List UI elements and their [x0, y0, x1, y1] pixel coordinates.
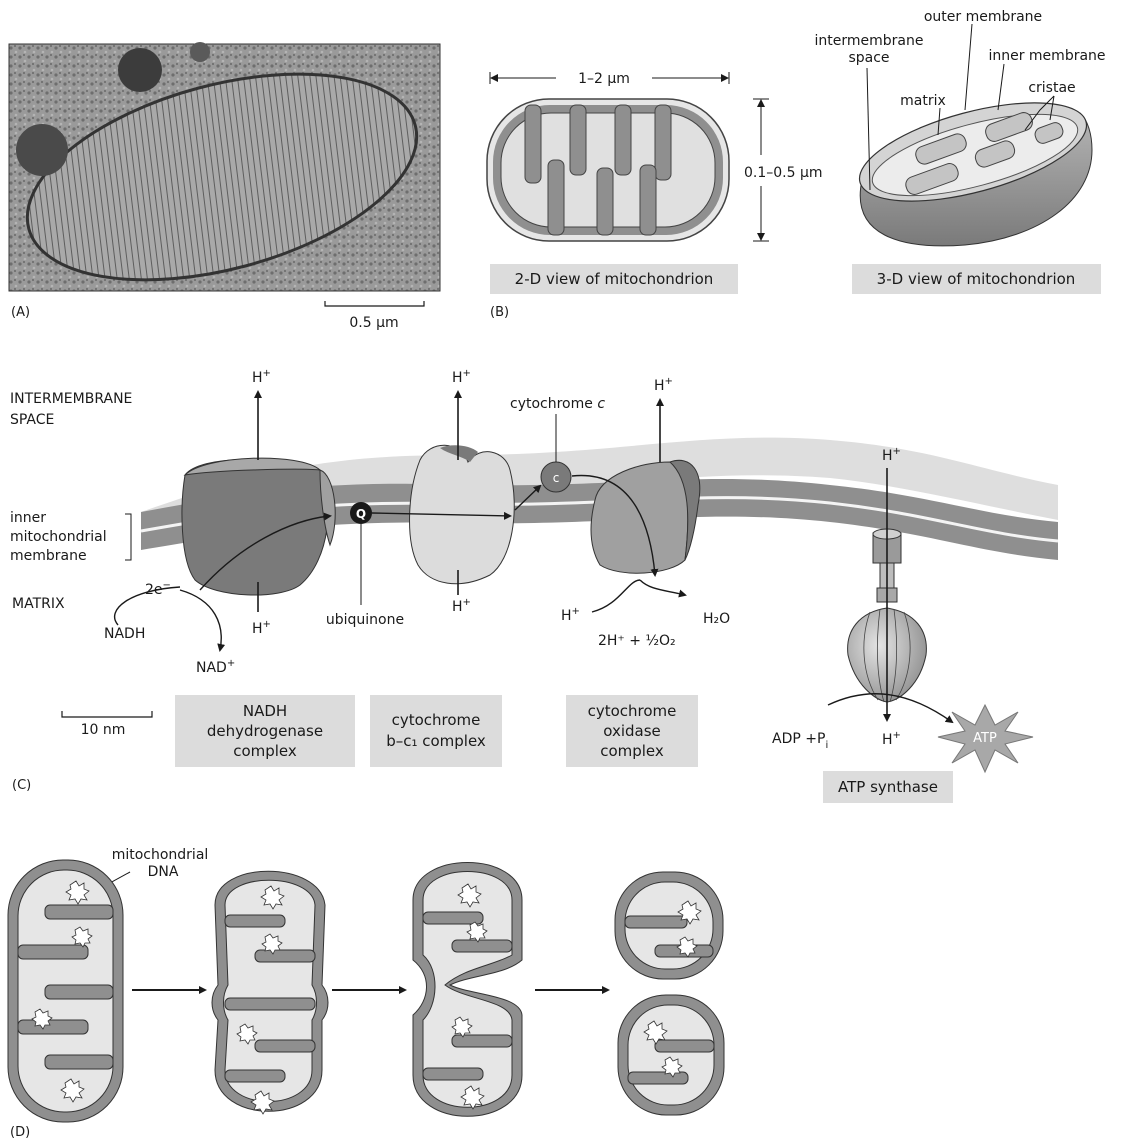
- h-plus-1: H+: [252, 368, 271, 386]
- scale-bar-a: [325, 301, 424, 306]
- dna-label-1: mitochondrial: [112, 847, 209, 863]
- membrane-bracket: [125, 514, 131, 560]
- label-cristae: cristae: [1028, 80, 1075, 96]
- label-intermembrane-space-1: INTERMEMBRANE: [10, 391, 132, 407]
- caption-nadh-3: complex: [233, 742, 297, 760]
- scale-bar-c: [62, 711, 152, 717]
- panel-c: INTERMEMBRANE SPACE inner mitochondrial …: [10, 368, 1058, 803]
- h-plus-6: H+: [452, 597, 471, 615]
- division-stage-4: [615, 872, 724, 1115]
- label-intermembrane-1: intermembrane: [815, 33, 924, 49]
- panel-c-letter: (C): [12, 778, 31, 793]
- caption-bc1-box: [370, 695, 502, 767]
- h-plus-7: H+: [561, 606, 580, 624]
- caption-oxidase-2: oxidase: [603, 722, 661, 740]
- dna-label-2: DNA: [148, 864, 179, 880]
- width-label: 1–2 μm: [578, 71, 630, 87]
- caption-nadh-2: dehydrogenase: [207, 722, 323, 740]
- h-plus-2: H+: [452, 368, 471, 386]
- caption-3d: 3-D view of mitochondrion: [877, 270, 1076, 288]
- label-inner-membrane: inner membrane: [988, 48, 1105, 64]
- nadh-label: NADH: [104, 626, 145, 642]
- division-stage-3: [413, 863, 522, 1117]
- h-plus-3: H+: [654, 376, 673, 394]
- h-plus-8: H+: [882, 730, 901, 748]
- label-intermembrane-2: space: [848, 50, 889, 66]
- height-label: 0.1–0.5 μm: [744, 165, 823, 181]
- c-letter: c: [553, 471, 560, 485]
- oxygen-eq-label: 2H⁺ + ½O₂: [598, 633, 676, 649]
- panel-a: (A) 0.5 μm: [5, 36, 440, 331]
- label-intermembrane-space-2: SPACE: [10, 412, 54, 428]
- scale-label-c: 10 nm: [81, 722, 126, 738]
- h-plus-5: H+: [252, 619, 271, 637]
- two-electrons: 2e−: [145, 580, 171, 598]
- label-matrix: matrix: [900, 93, 946, 109]
- caption-bc1-2: b–c₁ complex: [386, 732, 486, 750]
- em-granule: [16, 124, 68, 176]
- caption-oxidase-3: complex: [600, 742, 664, 760]
- caption-nadh-1: NADH: [243, 702, 287, 720]
- caption-2d: 2-D view of mitochondrion: [515, 270, 714, 288]
- caption-bc1-1: cytochrome: [392, 711, 481, 729]
- panel-d: mitochondrial DNA: [8, 847, 724, 1140]
- h2o-label: H₂O: [703, 611, 730, 627]
- caption-atp-synthase: ATP synthase: [838, 778, 938, 796]
- atp-label: ATP: [973, 731, 997, 746]
- division-stage-2: [212, 871, 328, 1114]
- panel-b-letter: (B): [490, 305, 509, 320]
- ubiquinone-label: ubiquinone: [326, 612, 404, 628]
- scale-label-a: 0.5 μm: [349, 315, 398, 331]
- label-inner-membrane-1: inner: [10, 510, 46, 526]
- q-letter: Q: [356, 507, 366, 521]
- panel-b: 1–2 μm 0.1–0.5 μm 2-D view of mitochondr…: [487, 9, 1106, 320]
- cytochrome-c-label: cytochrome c: [510, 396, 605, 412]
- label-matrix-c: MATRIX: [12, 596, 65, 612]
- adp-label: ADP +Pi: [772, 731, 828, 751]
- label-inner-membrane-2: mitochondrial: [10, 529, 107, 545]
- panel-a-letter: (A): [11, 305, 30, 320]
- nad-plus-label: NAD+: [196, 658, 235, 676]
- label-inner-membrane-3: membrane: [10, 548, 87, 564]
- division-stage-1: [8, 860, 123, 1122]
- panel-d-letter: (D): [10, 1125, 30, 1140]
- em-granule: [118, 48, 162, 92]
- nadh-complex: [182, 459, 328, 595]
- em-granule: [190, 42, 210, 62]
- label-outer-membrane: outer membrane: [924, 9, 1042, 25]
- caption-oxidase-1: cytochrome: [588, 702, 677, 720]
